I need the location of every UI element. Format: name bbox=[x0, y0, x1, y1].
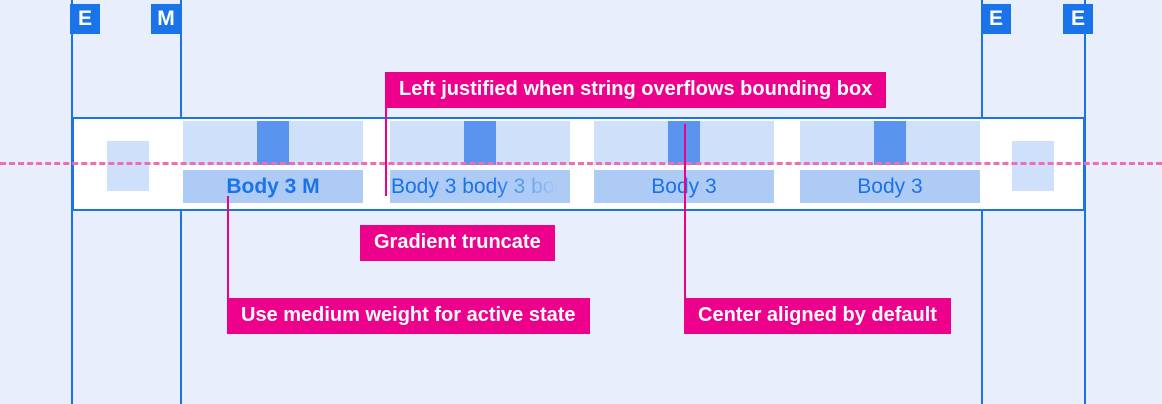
tab-label: Body 3 body 3 body 3 bbox=[391, 175, 570, 198]
tab-label: Body 3 bbox=[857, 175, 923, 198]
tab-body-3-body-3-b-overflow[interactable]: Body 3 body 3 body 3 bbox=[390, 121, 570, 205]
annotation-left-justified-connector bbox=[385, 106, 387, 196]
tab-label-area: Body 3 bbox=[800, 170, 980, 203]
tab-icon-area bbox=[183, 121, 363, 165]
tab-placeholder-icon bbox=[257, 121, 289, 165]
annotation-center-aligned: Center aligned by default bbox=[684, 298, 951, 334]
tab-body-3-fourth[interactable]: Body 3 bbox=[800, 121, 980, 205]
tab-placeholder-icon bbox=[874, 121, 906, 165]
tab-label: Body 3 bbox=[651, 175, 717, 198]
guide-line-e-right-outer bbox=[1084, 0, 1086, 404]
tab-body-3-m-active[interactable]: Body 3 M bbox=[183, 121, 363, 205]
annotation-gradient-truncate: Gradient truncate bbox=[360, 225, 555, 261]
annotation-use-medium-weight: Use medium weight for active state bbox=[227, 298, 590, 334]
guide-badge-e-right-inner: E bbox=[981, 4, 1011, 34]
vertical-center-dashed-line bbox=[0, 162, 1162, 165]
guide-badge-e-left-outer: E bbox=[70, 4, 100, 34]
end-placeholder-square-left bbox=[107, 141, 149, 191]
tab-placeholder-icon bbox=[464, 121, 496, 165]
tab-label: Body 3 M bbox=[226, 175, 320, 198]
tab-label-area: Body 3 M bbox=[183, 170, 363, 203]
end-placeholder-square-right bbox=[1012, 141, 1054, 191]
tab-label-area: Body 3 body 3 body 3 bbox=[390, 170, 570, 203]
annotation-use-medium-weight-connector bbox=[227, 196, 229, 298]
tab-icon-area bbox=[390, 121, 570, 165]
annotation-center-aligned-connector bbox=[684, 124, 686, 298]
annotation-left-justified: Left justified when string overflows bou… bbox=[385, 72, 887, 108]
guide-badge-m-left-inner: M bbox=[151, 4, 181, 34]
guide-badge-e-right-outer: E bbox=[1063, 4, 1093, 34]
tab-icon-area bbox=[800, 121, 980, 165]
